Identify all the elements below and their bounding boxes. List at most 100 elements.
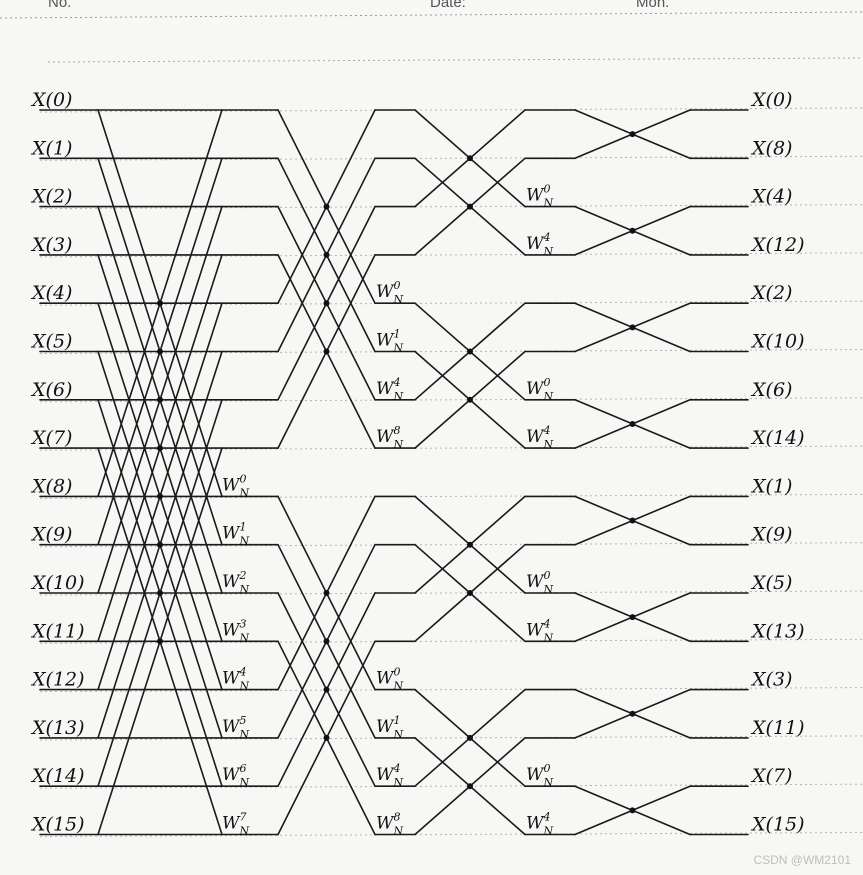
header-date-label: Date: bbox=[430, 0, 466, 11]
ruled-line bbox=[39, 252, 863, 258]
butterfly-wires bbox=[39, 109, 749, 836]
header-mon-label: Mon. bbox=[636, 0, 670, 11]
ruled-line bbox=[39, 832, 863, 837]
junction-dot bbox=[157, 348, 163, 355]
output-label: X(1) bbox=[750, 475, 792, 497]
junction-dot bbox=[157, 396, 163, 403]
junction-dot bbox=[157, 590, 163, 596]
junction-dot bbox=[323, 300, 330, 307]
output-label: X(11) bbox=[750, 717, 805, 739]
junction-dot bbox=[467, 396, 473, 403]
input-label: X(3) bbox=[30, 234, 72, 256]
ruled-line bbox=[39, 397, 863, 403]
input-label: X(2) bbox=[30, 186, 72, 208]
junction-dot bbox=[629, 807, 636, 814]
ruled-line bbox=[39, 783, 863, 789]
junction-dot bbox=[629, 131, 636, 138]
junction-dot bbox=[157, 300, 163, 307]
junction-dot bbox=[323, 251, 330, 258]
output-label: X(3) bbox=[750, 669, 792, 691]
watermark: CSDN @WM2101 bbox=[753, 853, 851, 867]
input-label: X(15) bbox=[30, 814, 85, 836]
junction-dot bbox=[467, 203, 473, 210]
input-label: X(10) bbox=[30, 572, 85, 594]
output-label: X(10) bbox=[750, 331, 805, 353]
input-label: X(1) bbox=[30, 137, 72, 159]
input-label: X(8) bbox=[30, 475, 72, 497]
junction-dot bbox=[157, 638, 163, 645]
output-label: X(6) bbox=[750, 379, 792, 401]
junction-dot bbox=[467, 155, 473, 162]
ruled-line bbox=[39, 687, 863, 693]
junction-dot bbox=[629, 710, 636, 717]
junction-dot bbox=[323, 203, 330, 210]
output-labels: X(0) X(8) X(4) X(12) X(2) X(10) X(6) X(14) X(1) X… bbox=[750, 89, 805, 836]
output-label: X(7) bbox=[750, 765, 792, 787]
ruled-lines bbox=[0, 11, 863, 837]
ruled-line bbox=[39, 349, 863, 354]
input-label: X(12) bbox=[30, 669, 85, 691]
ruled-line bbox=[39, 590, 863, 596]
ruled-line bbox=[39, 638, 863, 644]
ruled-line bbox=[39, 542, 863, 548]
junction-dot bbox=[157, 445, 163, 452]
output-label: X(8) bbox=[750, 137, 792, 159]
output-label: X(13) bbox=[750, 620, 805, 642]
junction-dot bbox=[467, 541, 473, 548]
ruled-line bbox=[39, 735, 863, 741]
output-label: X(5) bbox=[750, 572, 792, 594]
junction-dot bbox=[629, 324, 636, 331]
ruled-line bbox=[39, 107, 863, 113]
junction-dot bbox=[629, 517, 636, 524]
junction-dot bbox=[467, 734, 473, 741]
junction-dot bbox=[323, 686, 330, 693]
input-label: X(13) bbox=[30, 717, 85, 739]
output-label: X(9) bbox=[750, 524, 792, 546]
input-labels: X(0)X(1)X(2)X(3)X(4)X(5)X(6)X(7)X(8)X(9)… bbox=[30, 89, 85, 836]
junction-dot bbox=[323, 590, 330, 596]
input-label: X(5) bbox=[30, 331, 72, 353]
ruled-line bbox=[39, 204, 863, 210]
input-label: X(9) bbox=[30, 524, 72, 546]
output-label: X(4) bbox=[750, 186, 792, 208]
junction-dot bbox=[323, 734, 330, 741]
ruled-line bbox=[0, 11, 863, 19]
input-label: X(7) bbox=[30, 427, 72, 449]
input-label: X(0) bbox=[30, 89, 72, 111]
ruled-line bbox=[39, 445, 863, 451]
junction-dot bbox=[467, 590, 473, 596]
junction-dot bbox=[467, 348, 473, 355]
output-label: X(2) bbox=[750, 282, 792, 304]
header-no-label: No. bbox=[48, 0, 72, 11]
ruled-line bbox=[39, 155, 863, 161]
ruled-line bbox=[39, 300, 863, 306]
input-label: X(14) bbox=[30, 765, 85, 787]
output-label: X(12) bbox=[750, 234, 805, 256]
ruled-line bbox=[47, 57, 863, 63]
output-label: X(0) bbox=[750, 89, 792, 111]
junction-dot bbox=[629, 420, 636, 427]
input-label: X(6) bbox=[30, 379, 72, 401]
junction-dot bbox=[629, 614, 636, 621]
output-label: X(14) bbox=[750, 427, 805, 449]
junction-dot bbox=[157, 541, 163, 548]
